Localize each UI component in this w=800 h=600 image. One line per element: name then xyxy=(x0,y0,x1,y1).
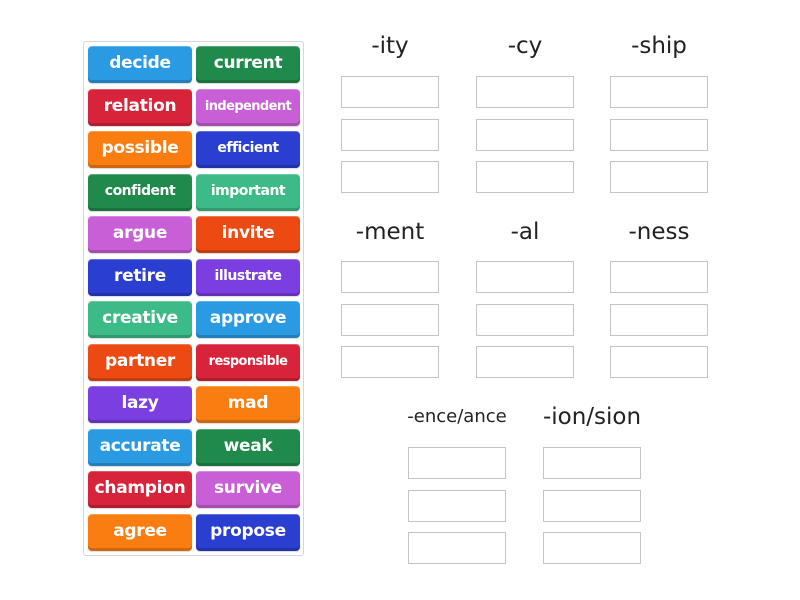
drop-slot[interactable] xyxy=(408,489,506,522)
group-title: -ment xyxy=(355,219,425,245)
drop-slot[interactable] xyxy=(543,447,641,479)
drop-slot[interactable] xyxy=(341,76,439,108)
drop-slot[interactable] xyxy=(341,118,439,151)
drop-slot[interactable] xyxy=(341,261,439,293)
drop-slot[interactable] xyxy=(610,346,708,378)
word-tile-decide[interactable]: decide xyxy=(88,46,192,83)
drop-slot[interactable] xyxy=(610,261,708,293)
drop-slot[interactable] xyxy=(476,346,574,378)
word-tile-approve[interactable]: approve xyxy=(196,301,300,338)
drop-slot[interactable] xyxy=(610,118,708,151)
drop-slot[interactable] xyxy=(543,532,641,564)
drop-slot[interactable] xyxy=(341,161,439,193)
group-title: -cy xyxy=(507,33,543,59)
word-tile-mad[interactable]: mad xyxy=(196,386,300,423)
word-tile-invite[interactable]: invite xyxy=(196,216,300,253)
word-tile-important[interactable]: important xyxy=(196,173,300,211)
drop-slot[interactable] xyxy=(341,303,439,336)
word-tile-current[interactable]: current xyxy=(196,46,300,83)
word-tile-weak[interactable]: weak xyxy=(196,428,300,466)
drop-slot[interactable] xyxy=(408,532,506,564)
word-tile-responsible[interactable]: responsible xyxy=(196,343,300,381)
drop-slot[interactable] xyxy=(476,261,574,293)
word-tile-propose[interactable]: propose xyxy=(196,513,300,551)
word-tile-partner[interactable]: partner xyxy=(88,343,192,381)
word-tile-creative[interactable]: creative xyxy=(88,301,192,338)
word-tile-illustrate[interactable]: illustrate xyxy=(196,258,300,296)
word-tile-independent[interactable]: independent xyxy=(196,88,300,126)
group-title: -ence/ance xyxy=(407,406,507,427)
word-tile-agree[interactable]: agree xyxy=(88,513,192,551)
drop-slot[interactable] xyxy=(341,346,439,378)
word-tile-efficient[interactable]: efficient xyxy=(196,131,300,168)
drop-slot[interactable] xyxy=(476,303,574,336)
group-title: -ship xyxy=(631,33,687,59)
drop-slot[interactable] xyxy=(610,76,708,108)
word-tile-survive[interactable]: survive xyxy=(196,471,300,508)
group-title: -ity xyxy=(371,33,409,59)
group-title: -ness xyxy=(628,219,690,245)
drop-slot[interactable] xyxy=(408,447,506,479)
word-tile-relation[interactable]: relation xyxy=(88,88,192,126)
word-tile-confident[interactable]: confident xyxy=(88,173,192,211)
drop-slot[interactable] xyxy=(476,76,574,108)
drop-slot[interactable] xyxy=(543,489,641,522)
drop-slot[interactable] xyxy=(476,118,574,151)
word-tile-argue[interactable]: argue xyxy=(88,216,192,253)
drop-slot[interactable] xyxy=(476,161,574,193)
drop-slot[interactable] xyxy=(610,161,708,193)
word-tile-retire[interactable]: retire xyxy=(88,258,192,296)
word-tile-champion[interactable]: champion xyxy=(88,471,192,508)
word-tile-possible[interactable]: possible xyxy=(88,131,192,168)
word-tile-lazy[interactable]: lazy xyxy=(88,386,192,423)
drop-slot[interactable] xyxy=(610,303,708,336)
group-title: -al xyxy=(510,219,540,245)
word-tile-accurate[interactable]: accurate xyxy=(88,428,192,466)
group-title: -ion/sion xyxy=(542,404,642,430)
